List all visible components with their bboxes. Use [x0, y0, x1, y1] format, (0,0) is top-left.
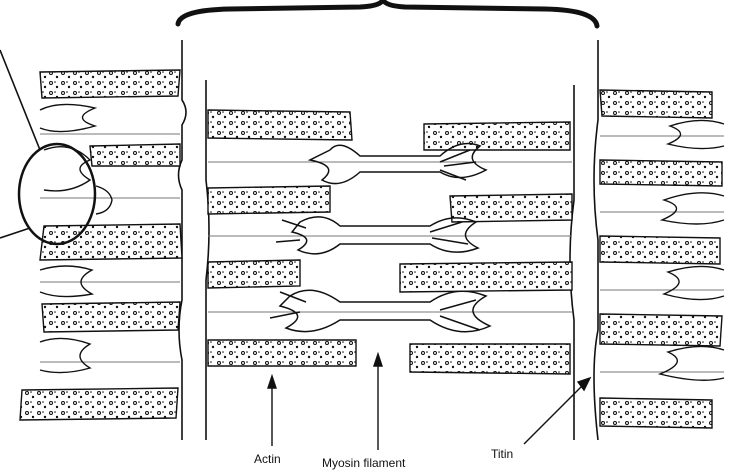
actin-arrowhead — [268, 376, 276, 388]
actin-band — [600, 90, 712, 118]
myosin-filament — [292, 217, 478, 254]
actin-band — [410, 344, 570, 374]
sarcomere-brace — [178, 0, 597, 26]
actin-band — [20, 388, 178, 420]
myosin-arrowhead — [374, 354, 382, 366]
actin-band — [90, 144, 180, 166]
actin-band — [208, 340, 356, 366]
actin-band — [600, 160, 722, 186]
actin-band — [42, 302, 180, 332]
actin-band — [40, 224, 182, 260]
actin-band — [208, 186, 330, 214]
actin-band — [400, 262, 572, 292]
pointer-line-bottom — [0, 228, 30, 238]
right-actin-bands — [600, 90, 722, 428]
titin-label: Titin — [491, 447, 513, 461]
z-line-right — [594, 40, 598, 440]
actin-band — [450, 194, 572, 222]
actin-band — [208, 260, 300, 288]
center-actin-bands — [208, 110, 572, 374]
pointer-line-top — [0, 50, 40, 150]
titin-arrow — [524, 382, 586, 444]
actin-label: Actin — [254, 452, 281, 466]
actin-band — [424, 122, 570, 150]
myosin-filaments — [270, 144, 490, 332]
actin-band — [600, 398, 712, 428]
actin-band — [600, 236, 720, 264]
myosin-filament-label: Myosin filament — [322, 456, 405, 470]
actin-band — [600, 314, 722, 346]
myosin-filament — [280, 290, 490, 332]
actin-band — [40, 70, 180, 98]
left-actin-bands — [20, 70, 182, 420]
actin-band — [208, 110, 352, 140]
